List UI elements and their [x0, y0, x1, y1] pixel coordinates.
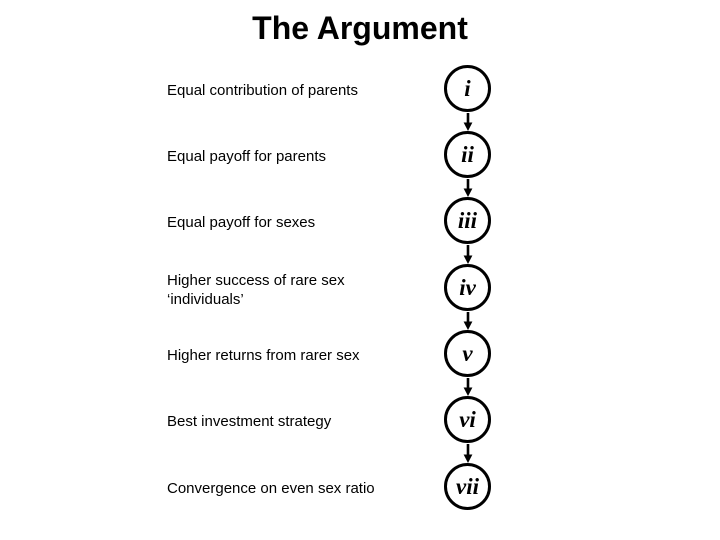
arrow-vi-to-vii — [458, 444, 478, 463]
step-label-2: Equal payoff for parents — [167, 148, 326, 165]
flow-node-v[interactable]: v — [444, 330, 491, 377]
arrow-ii-to-iii — [458, 179, 478, 197]
step-label-5: Higher returns from rarer sex — [167, 347, 360, 364]
flow-node-i[interactable]: i — [444, 65, 491, 112]
flow-node-iii[interactable]: iii — [444, 197, 491, 244]
flow-node-label-ii: ii — [461, 141, 474, 167]
page-title: The Argument — [252, 10, 468, 46]
flow-node-vi[interactable]: vi — [444, 396, 491, 443]
flow-node-label-iii: iii — [457, 207, 478, 233]
step-label-3: Equal payoff for sexes — [167, 214, 316, 231]
flow-node-label-vii: vii — [456, 473, 479, 499]
arrow-v-to-vi — [458, 378, 478, 396]
step-label-7: Convergence on even sex ratio — [167, 480, 375, 497]
flow-node-label-vi: vi — [459, 406, 476, 432]
arrow-i-to-ii — [458, 113, 478, 131]
flow-node-iv[interactable]: iv — [444, 264, 491, 311]
step-label-6: Best investment strategy — [167, 413, 332, 430]
flow-node-ii[interactable]: ii — [444, 131, 491, 178]
flow-node-label-iv: iv — [459, 274, 476, 300]
arrow-iv-to-v — [458, 312, 478, 330]
step-label-4: Higher success of rare sex ‘individuals’ — [167, 272, 345, 308]
flow-node-vii[interactable]: vii — [444, 463, 491, 510]
flow-node-label-v: v — [462, 340, 473, 366]
step-label-1: Equal contribution of parents — [167, 82, 358, 99]
flow-node-label-i: i — [464, 75, 471, 101]
arrow-iii-to-iv — [458, 245, 478, 264]
